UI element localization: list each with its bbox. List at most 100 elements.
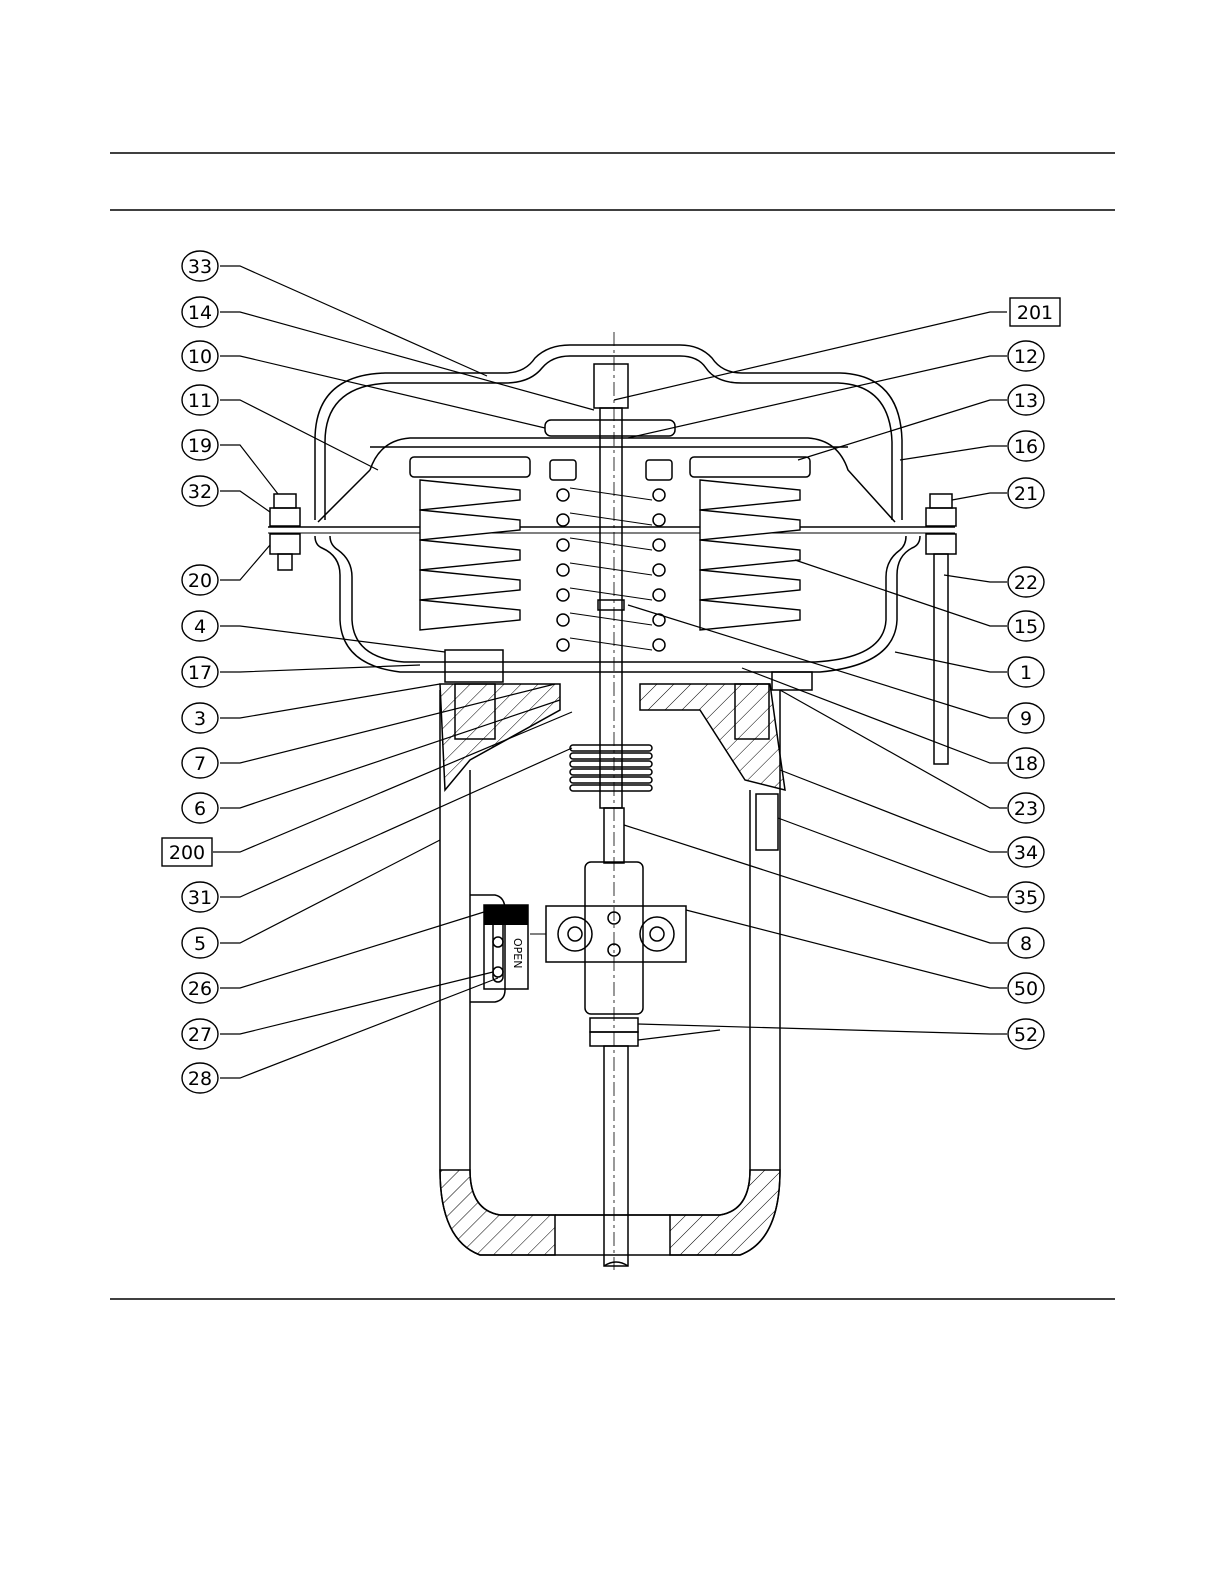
svg-text:22: 22 [1014,572,1038,594]
connector-bolt-right [640,917,674,951]
callout-27: 27 [182,1019,218,1049]
inner-spring [550,460,672,651]
svg-text:5: 5 [194,933,206,955]
yoke-bottom-right [670,1170,780,1255]
callout-31: 31 [182,882,218,912]
svg-text:200: 200 [169,842,205,864]
callout-200: 200 [162,838,212,866]
callout-8: 8 [1008,928,1044,958]
svg-text:27: 27 [188,1024,212,1046]
callout-32: 32 [182,476,218,506]
callout-201: 201 [1010,298,1060,326]
left-cap-screw [445,650,503,682]
yoke-bottom-left [440,1170,555,1255]
callout-1: 1 [1008,657,1044,687]
callout-4: 4 [182,611,218,641]
svg-text:31: 31 [188,887,212,909]
svg-text:13: 13 [1014,390,1038,412]
callout-34: 34 [1008,837,1044,867]
callout-28: 28 [182,1063,218,1093]
connector-bolt-right-inner [650,927,664,941]
right-spring [690,457,810,630]
stem-rod [600,408,622,808]
svg-text:18: 18 [1014,753,1038,775]
indicator-open-label: OPEN [511,938,524,968]
svg-text:1: 1 [1020,662,1032,684]
callouts-right: 201 12 13 16 21 22 15 1 9 18 23 34 35 8 … [1008,298,1060,1049]
callout-33: 33 [182,251,218,281]
callout-22: 22 [1008,567,1044,597]
callout-13: 13 [1008,385,1044,415]
top-stem-cap [594,364,628,408]
callout-12: 12 [1008,341,1044,371]
indicator-plate-dark [484,905,528,925]
svg-text:20: 20 [188,570,212,592]
svg-text:35: 35 [1014,887,1038,909]
connector-bolt-left [558,917,592,951]
spring-plate-top [545,420,675,436]
diaphragm-plate-left [318,470,370,522]
svg-text:15: 15 [1014,616,1038,638]
stem-collar [598,600,624,610]
actuator-assembly: OPEN [268,332,956,1270]
svg-text:26: 26 [188,978,212,1000]
svg-text:6: 6 [194,798,206,820]
svg-text:10: 10 [188,346,212,368]
callout-52: 52 [1008,1019,1044,1049]
svg-text:9: 9 [1020,708,1032,730]
left-flange-bolt [270,494,300,570]
callout-50: 50 [1008,973,1044,1003]
svg-text:8: 8 [1020,933,1032,955]
svg-text:3: 3 [194,708,206,730]
callout-15: 15 [1008,611,1044,641]
svg-text:33: 33 [188,256,212,278]
yoke-label-plate [756,794,778,850]
callout-18: 18 [1008,748,1044,778]
svg-text:23: 23 [1014,798,1038,820]
callout-9: 9 [1008,703,1044,733]
callout-14: 14 [182,297,218,327]
callout-6: 6 [182,793,218,823]
callouts-left: 33 14 10 11 19 32 20 4 17 3 7 6 200 31 5… [162,251,218,1093]
callout-17: 17 [182,657,218,687]
callout-7: 7 [182,748,218,778]
svg-text:19: 19 [188,435,212,457]
svg-text:201: 201 [1017,302,1053,324]
stem-connector-block [546,906,686,962]
callout-5: 5 [182,928,218,958]
diaphragm-plate [370,438,895,522]
yoke-inner [470,770,750,1215]
svg-text:34: 34 [1014,842,1038,864]
callout-20: 20 [182,565,218,595]
svg-text:17: 17 [188,662,212,684]
callout-11: 11 [182,385,218,415]
callout-19: 19 [182,430,218,460]
svg-text:14: 14 [188,302,212,324]
indicator-screw-bottom [493,967,503,977]
valve-stem [604,1046,628,1266]
svg-text:11: 11 [188,390,212,412]
svg-text:50: 50 [1014,978,1038,1000]
svg-text:12: 12 [1014,346,1038,368]
callout-35: 35 [1008,882,1044,912]
left-spring [410,457,530,630]
svg-text:7: 7 [194,753,206,775]
svg-text:21: 21 [1014,483,1038,505]
svg-text:4: 4 [194,616,206,638]
svg-text:52: 52 [1014,1024,1038,1046]
right-flange-bolt [926,494,956,764]
callout-16: 16 [1008,431,1044,461]
indicator-screw-top [493,937,503,947]
svg-text:16: 16 [1014,436,1038,458]
yoke-top-right [640,684,785,790]
yoke-top-left [440,684,560,790]
bellows [570,745,652,791]
callout-3: 3 [182,703,218,733]
callout-21: 21 [1008,478,1044,508]
connector-bolt-left-inner [568,927,582,941]
lower-diaphragm-case [315,536,920,672]
callout-26: 26 [182,973,218,1003]
svg-text:28: 28 [188,1068,212,1090]
svg-text:32: 32 [188,481,212,503]
